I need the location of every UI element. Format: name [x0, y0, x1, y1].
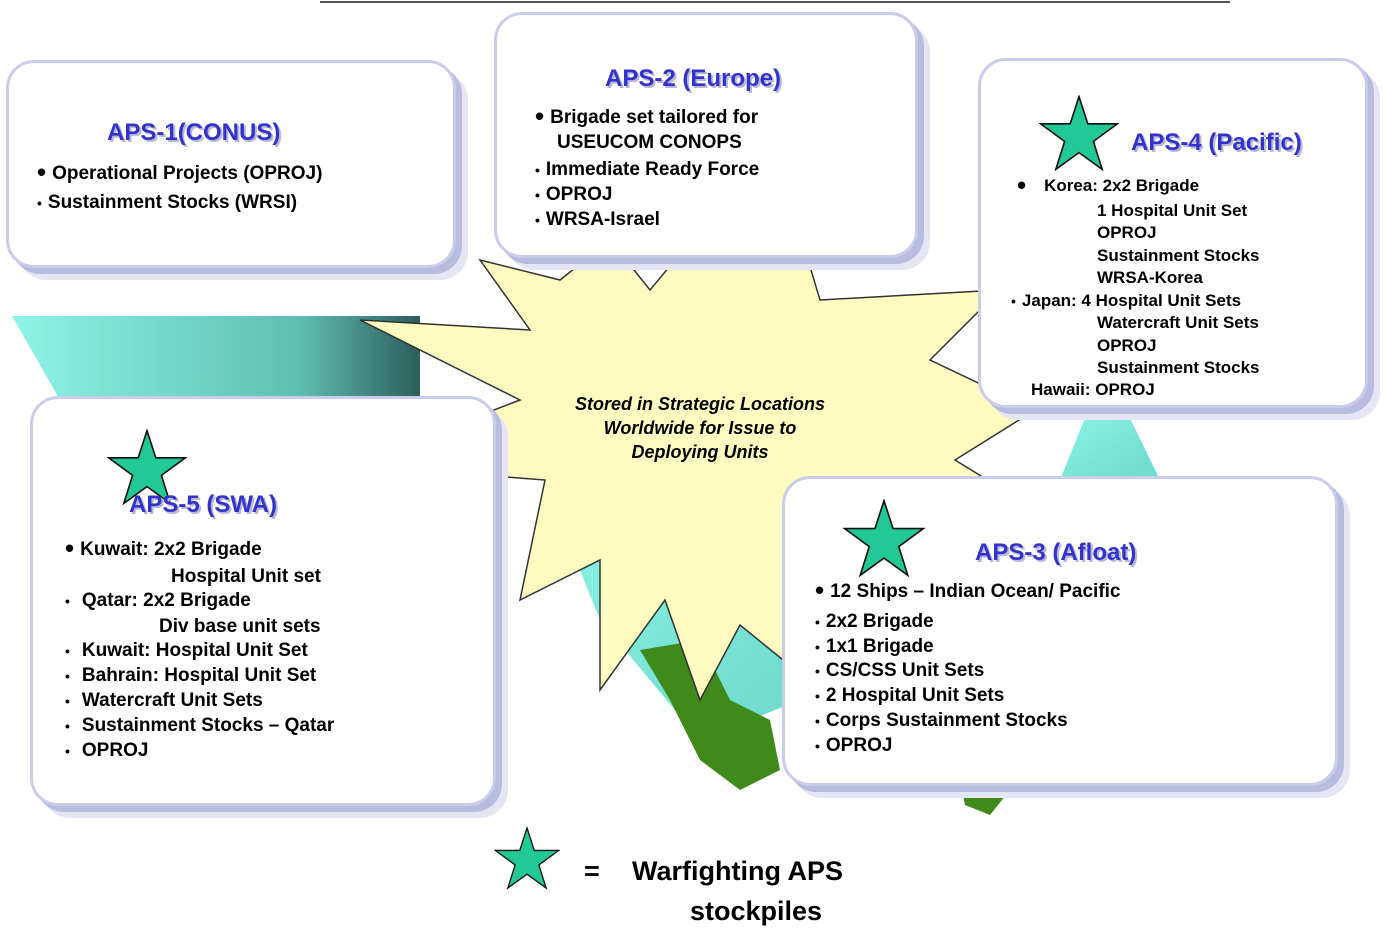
aps2-item-4: •WRSA-Israel — [535, 209, 660, 230]
aps1-title: APS-1(CONUS) — [107, 119, 281, 146]
aps4-japan-2: Watercraft Unit Sets — [1097, 313, 1259, 332]
aps2-item-1: •Brigade set tailored for — [535, 101, 759, 131]
aps4-title: APS-4 (Pacific) — [1131, 129, 1302, 156]
aps5-line-6: •Bahrain: Hospital Unit Set — [65, 665, 317, 686]
aps5-line-4: Div base unit sets — [159, 616, 321, 637]
aps5-box: APS-5 (SWA) •Kuwait: 2x2 Brigade Hospita… — [30, 396, 496, 806]
aps5-line-2: Hospital Unit set — [171, 566, 321, 587]
map-landmass — [640, 640, 780, 790]
center-line-3: Deploying Units — [631, 442, 769, 462]
legend-line-2: stockpiles — [690, 896, 823, 926]
legend-equals: = — [584, 856, 600, 886]
aps1-item-1: •Operational Projects (OPROJ) — [37, 157, 323, 187]
aps5-line-8: •Sustainment Stocks – Qatar — [65, 715, 335, 736]
aps4-hawaii: Hawaii: OPROJ — [1031, 380, 1155, 399]
center-line-2: Worldwide for Issue to — [603, 418, 797, 438]
aps3-item-5: •2 Hospital Unit Sets — [815, 685, 1005, 706]
aps5-line-5: •Kuwait: Hospital Unit Set — [65, 640, 308, 661]
aps5-title: APS-5 (SWA) — [129, 491, 278, 518]
aps4-japan-4: Sustainment Stocks — [1097, 358, 1260, 377]
aps3-item-7: •OPROJ — [815, 735, 893, 756]
aps2-box: APS-2 (Europe) •Brigade set tailored for… — [494, 12, 918, 258]
aps4-korea-2: 1 Hospital Unit Set — [1097, 201, 1248, 220]
cyan-band-right — [1060, 418, 1160, 480]
cyan-band-left — [12, 316, 420, 420]
aps3-item-2: •2x2 Brigade — [815, 611, 934, 632]
aps4-japan: •Japan: 4 Hospital Unit Sets — [1011, 291, 1242, 310]
aps2-item-2: •Immediate Ready Force — [535, 159, 760, 180]
aps2-item-3: •OPROJ — [535, 184, 613, 205]
aps5-line-3: •Qatar: 2x2 Brigade — [65, 590, 251, 611]
aps2-item-1b: USEUCOM CONOPS — [557, 132, 742, 153]
aps5-line-7: •Watercraft Unit Sets — [65, 690, 263, 711]
aps4-box: APS-4 (Pacific) •Korea: 2x2 Brigade 1 Ho… — [978, 58, 1368, 408]
aps3-box: APS-3 (Afloat) •12 Ships – Indian Ocean/… — [782, 476, 1338, 786]
aps5-star-icon — [107, 429, 187, 505]
legend-line-1: Warfighting APS — [632, 856, 843, 886]
aps4-korea-4: Sustainment Stocks — [1097, 246, 1260, 265]
aps3-item-3: •1x1 Brigade — [815, 636, 934, 657]
center-line-1: Stored in Strategic Locations — [574, 394, 826, 414]
legend-star-icon — [494, 826, 560, 890]
aps5-line-9: •OPROJ — [65, 740, 149, 761]
aps4-korea-3: OPROJ — [1097, 223, 1157, 242]
aps3-item-6: •Corps Sustainment Stocks — [815, 710, 1068, 731]
aps1-item-2: •Sustainment Stocks (WRSI) — [37, 192, 298, 213]
map-island — [960, 780, 1010, 815]
aps5-line-1: •Kuwait: 2x2 Brigade — [65, 533, 262, 563]
aps3-item-4: •CS/CSS Unit Sets — [815, 660, 985, 681]
aps4-japan-3: OPROJ — [1097, 336, 1157, 355]
aps4-star-icon — [1039, 95, 1119, 171]
aps3-star-icon — [843, 499, 925, 577]
aps4-korea: •Korea: 2x2 Brigade — [1017, 170, 1200, 200]
center-caption: Stored in Strategic Locations Worldwide … — [520, 392, 880, 464]
aps2-title: APS-2 (Europe) — [605, 65, 782, 92]
aps1-box: APS-1(CONUS) •Operational Projects (OPRO… — [6, 60, 456, 268]
aps4-korea-5: WRSA-Korea — [1097, 268, 1203, 287]
aps3-item-1: •12 Ships – Indian Ocean/ Pacific — [815, 575, 1121, 605]
aps3-title: APS-3 (Afloat) — [975, 539, 1137, 566]
